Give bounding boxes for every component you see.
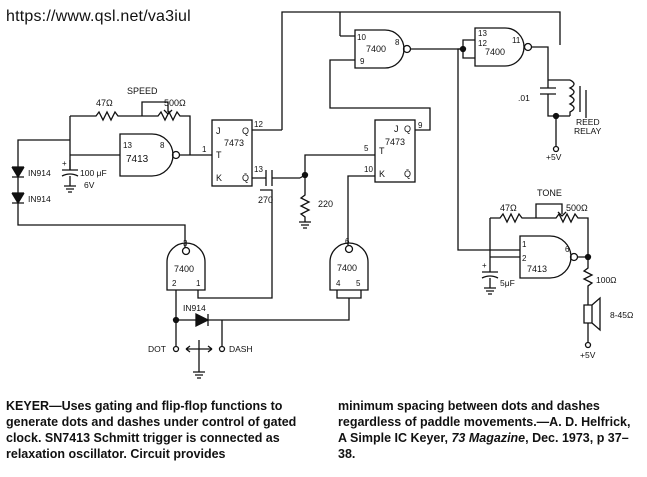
resistor-220-label: 220 [318,199,333,209]
pin-label: 3 [183,239,188,248]
ic-label-7400-right: 7400 [337,263,357,273]
pin-label: 1 [522,240,527,249]
diodes-left: IN914 IN914 [11,139,186,248]
supply-label-relay: +5V [546,152,562,162]
caption-right-magazine: 73 Magazine [451,431,526,445]
capacitor-01-label: .01 [518,93,530,103]
pin-label: 11 [512,36,521,45]
capacitor-6v-label: 6V [84,180,95,190]
flipflop-7473-left: J Q T K Q̄ 7473 1 12 13 270 [200,119,300,205]
ff-k: K [216,173,222,183]
paddle-circuit: IN914 DOT DASH [148,303,253,379]
nand-7400-gate-right: 7400 6 4 5 [218,237,369,321]
pin-label: 2 [522,254,527,263]
diode-2-label: IN914 [28,194,51,204]
pin-label: 13 [478,29,487,38]
resistor-47b-label: 47Ω [500,203,517,213]
pin-label: 1 [202,145,207,154]
ff-q: Q [242,126,249,136]
ff-qbar: Q̄ [242,173,249,183]
speaker-label: 8-45Ω [610,310,633,320]
ic-label-7400-top: 7400 [366,44,386,54]
pin-label: 5 [364,144,369,153]
nand-7400-gate-left: 7400 3 2 1 [166,189,273,346]
reed-label: REED [576,117,600,127]
ic-label-7413-tone: 7413 [527,264,547,274]
caption-right-a: minimum spacing between dots and dashes … [338,399,631,445]
pin-label: 6 [565,245,570,254]
diode-3-label: IN914 [183,303,206,313]
dash-label: DASH [229,344,253,354]
ic-label-7473-right: 7473 [385,137,405,147]
svg-text:+: + [482,261,487,270]
caption-left: KEYER—Uses gating and flip-flop function… [6,399,297,461]
nand-7400-top: 7400 10 9 8 [281,11,561,251]
capacitor-100uf: + 100 μF 6V [61,159,107,193]
capacitor-5uf-label: 5μF [500,278,515,288]
resistor-47-label: 47Ω [96,98,113,108]
resistor-500-label: 500Ω [164,98,186,108]
flipflop-7473-right: J Q T K Q̄ 7473 5 10 9 [329,59,431,245]
ic-label-7400-relay: 7400 [485,47,505,57]
ff-j: J [216,126,221,136]
pin-label: 8 [395,38,400,47]
pin-label: 8 [160,141,165,150]
keyer-schematic: 7413 13 8 SPEED 47Ω 500Ω + 100 μF 6V IN9… [11,11,633,379]
pin-label: 6 [345,237,350,246]
ic-label-7413-left: 7413 [126,154,149,165]
ff-q: Q [404,124,411,134]
diode-1-label: IN914 [28,168,51,178]
nand-7413-tone: 7413 1 2 6 TONE 47Ω 500Ω + 5μF 100Ω 8-45… [481,188,633,360]
pin-label: 1 [196,279,201,288]
pin-label: 4 [336,279,341,288]
ff-t: T [379,146,385,156]
dot-label: DOT [148,344,166,354]
svg-text:+: + [62,159,67,168]
ff-k: K [379,169,385,179]
nand-7413-left: 7413 13 8 [119,133,181,177]
pin-label: 12 [478,39,487,48]
pin-label: 9 [418,121,423,130]
caption-right: minimum spacing between dots and dashes … [338,398,638,462]
speed-label: SPEED [127,86,158,96]
speed-network: SPEED 47Ω 500Ω [69,86,200,170]
pin-label: 5 [356,279,361,288]
caption-right-b: , Dec. 1973, p 37–38. [338,431,629,461]
resistor-500b-label: 500Ω [566,203,588,213]
pin-label: 12 [254,120,263,129]
pin-label: 9 [360,57,365,66]
resistor-100-label: 100Ω [596,275,617,285]
ff-qbar: Q̄ [404,169,411,179]
ic-label-7400-left: 7400 [174,264,194,274]
supply-label-tone: +5V [580,350,596,360]
pin-label: 13 [254,165,263,174]
capacitor-100uf-label: 100 μF [80,168,107,178]
pin-label: 2 [172,279,177,288]
pin-label: 10 [357,33,366,42]
nand-7400-relay: 7400 13 12 11 [474,27,549,80]
tone-label: TONE [537,188,562,198]
reed-relay: .01 REED RELAY +5V [518,79,602,162]
resistor-220: 220 [299,154,375,229]
source-url[interactable]: https://www.qsl.net/va3iul [6,8,191,25]
ic-label-7473-left: 7473 [224,138,244,148]
ff-t: T [216,150,222,160]
relay-label: RELAY [574,126,602,136]
pin-label: 10 [364,165,373,174]
pin-label: 13 [123,141,132,150]
cap-270-label: 270 [258,195,273,205]
ff-j: J [394,124,399,134]
